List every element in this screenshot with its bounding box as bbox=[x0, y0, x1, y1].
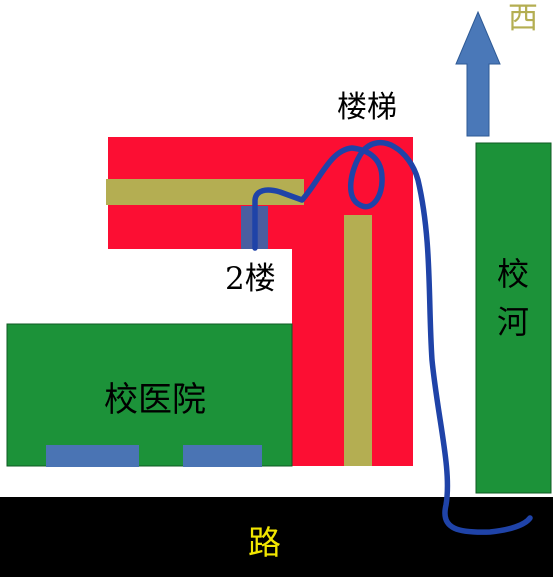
school-river bbox=[475, 142, 552, 494]
label-stairs: 楼梯 bbox=[337, 90, 397, 125]
west-arrow-icon bbox=[455, 10, 501, 137]
label-clinic: 校医院 bbox=[104, 380, 206, 420]
red-building bbox=[108, 137, 413, 466]
label-river: 校河 bbox=[496, 255, 529, 341]
route-line bbox=[252, 139, 533, 535]
clinic-building bbox=[6, 323, 293, 467]
label-floor2: 2楼 bbox=[225, 261, 276, 297]
clinic-door-right bbox=[183, 445, 262, 467]
clinic-door-left bbox=[46, 445, 139, 467]
label-road: 路 bbox=[248, 523, 281, 562]
road bbox=[0, 497, 553, 577]
corridor-vertical bbox=[344, 215, 372, 466]
label-west: 西 bbox=[508, 1, 538, 36]
